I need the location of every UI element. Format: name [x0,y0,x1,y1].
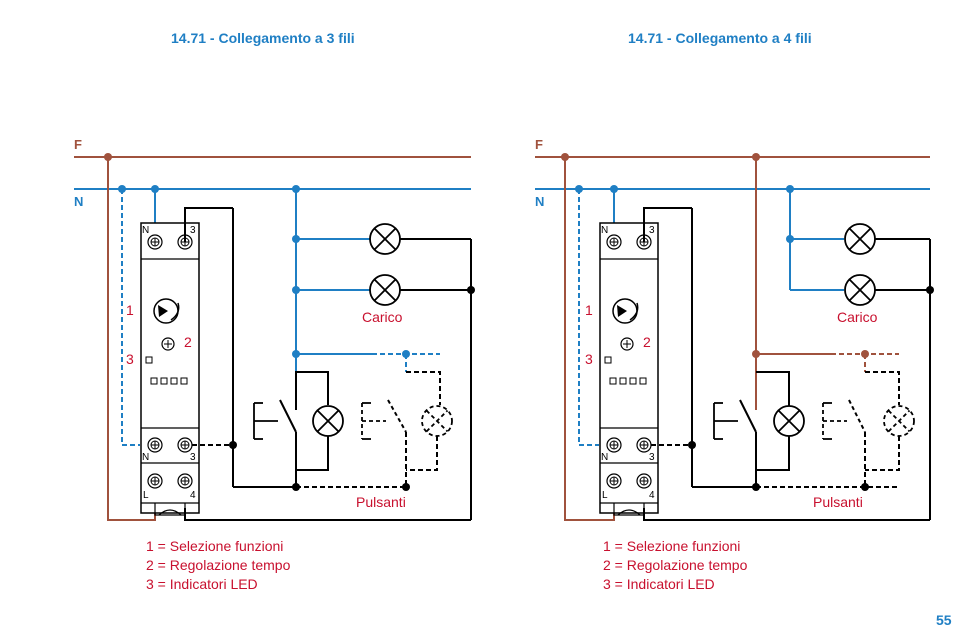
buttons-label: Pulsanti [813,494,863,510]
pushbutton-icon [361,402,387,440]
legend-item: 3 = Indicatori LED [146,576,258,592]
terminal-n-label: N [142,225,149,236]
neutral-label: N [535,194,544,209]
terminal-l-label: L [143,490,149,501]
phase-label: F [74,137,82,152]
callout-2: 2 [184,334,192,350]
terminal-4-label: 4 [649,490,655,501]
lamp-icon [773,405,805,437]
pushbutton-icon [822,402,848,440]
callout-3: 3 [126,351,134,367]
terminal-3-label: 3 [649,225,655,236]
callout-1: 1 [126,302,134,318]
lamp-icon [421,405,453,437]
relay-module [600,223,658,515]
diagram-3-wire: F N N 3 [74,137,475,521]
title-3-wire: 14.71 - Collegamento a 3 fili [171,30,355,46]
buttons-label: Pulsanti [356,494,406,510]
callout-1: 1 [585,302,593,318]
callout-3: 3 [585,351,593,367]
legend-left: 1 = Selezione funzioni 2 = Regolazione t… [146,537,290,594]
callout-2: 2 [643,334,651,350]
lamp-icon [844,274,876,306]
lamp-icon [883,405,915,437]
legend-right: 1 = Selezione funzioni 2 = Regolazione t… [603,537,747,594]
terminal-l-label: L [602,490,608,501]
diagram-4-wire: F N N 3 N 3 L 4 [535,137,934,521]
terminal-n-label: N [601,225,608,236]
neutral-label: N [74,194,83,209]
terminal-3-label: 3 [190,452,196,463]
terminal-3-label: 3 [649,452,655,463]
title-4-wire: 14.71 - Collegamento a 4 fili [628,30,812,46]
load-label: Carico [837,309,878,325]
terminal-4-label: 4 [190,490,196,501]
phase-label: F [535,137,543,152]
legend-item: 3 = Indicatori LED [603,576,715,592]
legend-item: 2 = Regolazione tempo [603,557,748,573]
legend-item: 2 = Regolazione tempo [146,557,291,573]
lamp-icon [312,405,344,437]
lamp-icon [844,223,876,255]
terminal-n-label: N [601,452,608,463]
terminal-n-label: N [142,452,149,463]
page-number: 55 [936,612,952,628]
terminal-3-label: 3 [190,225,196,236]
load-label: Carico [362,309,403,325]
lamp-icon [369,223,401,255]
lamp-icon [369,274,401,306]
relay-module [141,223,199,515]
pushbutton-icon [713,402,739,440]
pushbutton-icon [253,402,279,440]
legend-item: 1 = Selezione funzioni [603,538,741,554]
legend-item: 1 = Selezione funzioni [146,538,284,554]
